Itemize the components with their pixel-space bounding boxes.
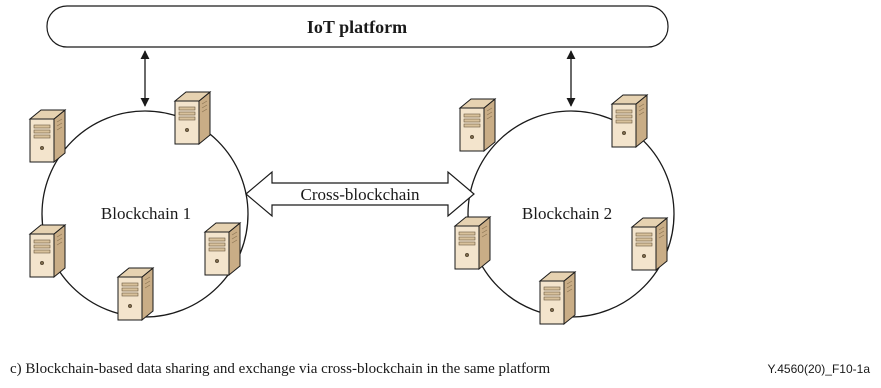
iot-platform-bar: [46, 5, 669, 48]
server-icon: [458, 97, 497, 153]
server-icon: [203, 221, 242, 277]
blockchain-1-label: Blockchain 1: [101, 204, 191, 223]
server-icon: [538, 270, 577, 326]
cross-blockchain-arrow: [245, 170, 475, 218]
server-icon: [173, 90, 212, 146]
figure-caption: c) Blockchain-based data sharing and exc…: [10, 361, 551, 377]
cross-blockchain-label: Cross-blockchain: [301, 185, 420, 204]
server-icon: [116, 266, 155, 322]
figure-id: Y.4560(20)_F10-1a: [767, 362, 870, 376]
blockchain-2-label: Blockchain 2: [522, 204, 612, 223]
server-icon: [28, 223, 67, 279]
iot-platform-label: IoT platform: [307, 17, 407, 37]
server-icon: [453, 215, 492, 271]
server-icon: [28, 108, 67, 164]
server-icon: [630, 216, 669, 272]
server-icon: [610, 93, 649, 149]
